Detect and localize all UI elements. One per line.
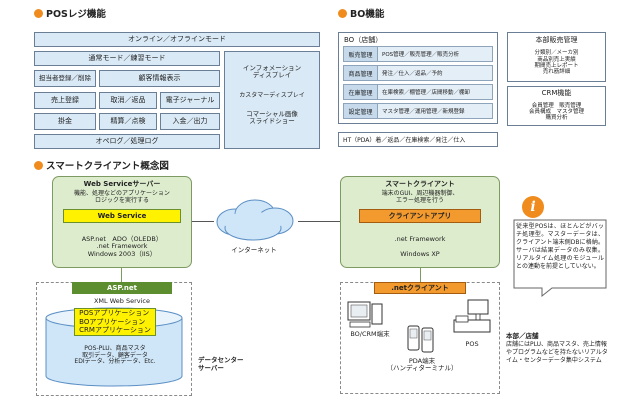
sales-registration: 売上登録 — [34, 92, 96, 109]
db-data: POS-PLU、商品マスタ 取引データ、顧客データ EDIデータ、分析データ、E… — [74, 344, 156, 366]
bo-row-text: 発注／仕入／返品／予約 — [382, 71, 443, 77]
info-display: インフォメーション ディスプレイ — [242, 63, 302, 79]
note-caption-title: 本部／店舗 — [506, 332, 539, 340]
crm-title: CRM機能 — [541, 89, 572, 98]
customer-display: カスタマーディスプレイ — [239, 91, 305, 99]
online-mode: オンライン／オフラインモード — [34, 32, 320, 47]
crm-items: 会員管理 販売管理 会員構成 マスタ管理 購買分析 — [528, 102, 584, 122]
bullet-icon — [338, 8, 347, 18]
sc-desc: 端末のGUI、周辺機器制御、 エラー処理を行う — [381, 190, 459, 204]
bo-row-text: 在庫検索／棚管理／店間移動／棚卸 — [382, 90, 471, 96]
smart-client: スマートクライアント 端末のGUI、周辺機器制御、 エラー処理を行う クライアン… — [340, 176, 500, 268]
bo-row: 設定管理マスタ管理／運用管理／新規登録 — [343, 103, 493, 119]
pc-terminal-icon — [347, 301, 383, 328]
sc-tech: .net Framework Windows XP — [394, 234, 446, 258]
cancel-return: 取消／返品 — [99, 92, 157, 109]
normal-mode: 通常モード／練習モード — [34, 51, 220, 66]
note-text: 従来型POSは、ほとんどがバッチ処理型。マスターデータは、クライアント端末側DB… — [516, 223, 604, 270]
ws-server-title: Web Serviceサーバー — [83, 180, 161, 189]
bo-row: 在庫管理在庫検索／棚管理／店間移動／棚卸 — [343, 84, 493, 100]
concept-section-title: スマートクライアント概念図 — [34, 158, 169, 172]
web-service-bar: Web Service — [63, 209, 181, 223]
operation-log: オペログ／処理ログ — [34, 134, 220, 149]
bo-row: 商品管理発注／仕入／返品／予約 — [343, 65, 493, 81]
pos-section-title: POSレジ機能 — [34, 6, 106, 20]
bo-row-text: POS管理／販売管理／販売分析 — [382, 52, 460, 58]
bullet-icon — [34, 8, 43, 18]
display-panel: インフォメーション ディスプレイ カスタマーディスプレイ コマーシャル画像 スラ… — [224, 51, 320, 149]
commercial-slideshow: コマーシャル画像 スライドショー — [246, 109, 298, 125]
connector-line — [298, 221, 340, 222]
info-icon: i — [522, 196, 544, 218]
settlement: 精算／点検 — [99, 113, 157, 130]
crm-panel: CRM機能 会員管理 販売管理 会員構成 マスタ管理 購買分析 — [507, 86, 606, 126]
deposit-output: 入金／出力 — [160, 113, 220, 130]
bo-section-title: BO機能 — [338, 6, 384, 20]
hq-sales-panel: 本部販売管理 分類別／メーカ別 商品別売上実績 期間売上レポート 売れ筋詳細 — [507, 32, 606, 82]
note-caption-text: 店舗にはPLU、商品マスタ、売上情報やプログラムなどを持たないリアルタイム・セン… — [506, 341, 608, 364]
bo-row: 販売管理 POS管理／販売管理／販売分析 — [343, 46, 493, 62]
pos-register-icon — [453, 299, 491, 333]
pda-label: PDA端末 （ハンディターミナル） — [386, 356, 458, 372]
hq-sales-title: 本部販売管理 — [535, 36, 578, 45]
note-bubble-icon — [513, 219, 607, 298]
pda-icon — [407, 325, 434, 353]
sc-title: スマートクライアント — [385, 180, 455, 189]
ws-tech: ASP.net ADO（OLEDB） .net Framework Window… — [81, 234, 163, 258]
charge: 掛金 — [34, 113, 96, 130]
bo-row-label: 商品管理 — [344, 66, 378, 80]
net-client-bar: .netクライアント — [374, 282, 466, 294]
bo-row-label: 販売管理 — [344, 47, 378, 61]
connector-line — [121, 268, 122, 282]
bo-row-label: 設定管理 — [344, 104, 378, 118]
bo-store-panel: BO（店舗） 販売管理 POS管理／販売管理／販売分析商品管理発注／仕入／返品／予… — [338, 32, 498, 124]
web-service-server: Web Serviceサーバー 機能、処理などのアプリケーション ロジックを実行… — [52, 176, 192, 268]
apps-box: POSアプリケーション BOアプリケーション CRMアプリケーション — [74, 308, 156, 336]
customer-info: 顧客情報表示 — [99, 70, 220, 87]
cloud-icon — [216, 199, 294, 241]
connector-line — [420, 268, 421, 282]
pos-label: POS — [465, 339, 479, 348]
hq-sales-items: 分類別／メーカ別 商品別売上実績 期間売上レポート 売れ筋詳細 — [534, 50, 579, 76]
connector-line — [192, 221, 214, 222]
staff-registration: 担当者登録／削除 — [34, 70, 96, 87]
bo-store-label: BO（店舗） — [344, 36, 383, 44]
data-center-label: データセンター サーバー — [198, 356, 244, 372]
bo-row-label: 在庫管理 — [344, 85, 378, 99]
internet-label: インターネット — [231, 246, 277, 255]
bo-crm-terminal-label: BO/CRM端末 — [350, 329, 390, 338]
xml-web-service: XML Web Service — [93, 296, 150, 305]
e-journal: 電子ジャーナル — [160, 92, 220, 109]
bo-row-text: マスタ管理／運用管理／新規登録 — [382, 109, 465, 115]
aspnet-bar: ASP.net — [72, 282, 172, 294]
client-app-bar: クライアントアプリ — [359, 209, 481, 223]
ws-server-desc: 機能、処理などのアプリケーション ロジックを実行する — [74, 190, 170, 204]
ht-pda: HT（PDA）着／返品／在庫検索／発注／仕入 — [338, 132, 498, 147]
bullet-icon — [34, 160, 43, 170]
